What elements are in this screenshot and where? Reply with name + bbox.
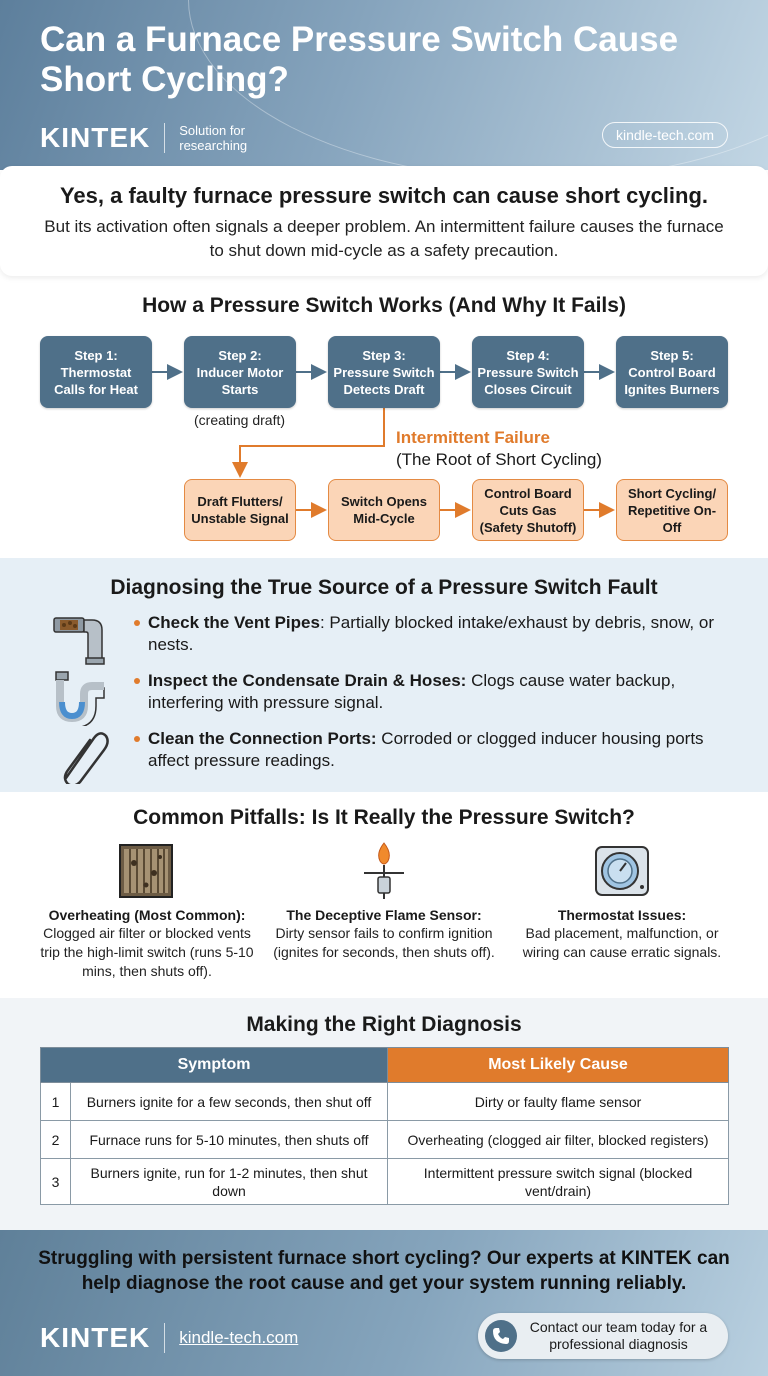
diag-text-drain: Inspect the Condensate Drain & Hoses: Cl… [134, 670, 740, 714]
diag-text-vent: Check the Vent Pipes: Partially blocked … [134, 612, 740, 656]
drain-trap-icon [55, 671, 105, 726]
pitfall-overheating-title: Overheating (Most Common): [48, 907, 246, 923]
failure-title: Intermittent Failure [396, 428, 550, 447]
pitfall-thermostat-text: Bad placement, malfunction, or wiring ca… [522, 925, 722, 960]
flow-section-title: How a Pressure Switch Works (And Why It … [142, 294, 626, 317]
pitfall-thermostat: Thermostat Issues: Bad placement, malfun… [507, 906, 737, 962]
failure-step-3: Control Board Cuts Gas (Safety Shutoff) [472, 479, 584, 541]
header-banner: Can a Furnace Pressure Switch Cause Shor… [0, 0, 768, 170]
cause-cell: Dirty or faulty flame sensor [387, 1082, 729, 1121]
failure-step-4: Short Cycling/ Repetitive On-Off [616, 479, 728, 541]
kintek-logo: KINTEK [40, 122, 151, 153]
contact-button[interactable]: Contact our team today for a professiona… [478, 1313, 728, 1359]
cause-cell: Overheating (clogged air filter, blocked… [387, 1120, 729, 1159]
diagnosis-title: Making the Right Diagnosis [246, 1013, 522, 1036]
brand-block: KINTEK Solution for researching [40, 122, 259, 154]
pitfall-flame-sensor-text: Dirty sensor fails to confirm ignition (… [273, 925, 495, 960]
pitfall-flame-sensor: The Deceptive Flame Sensor: Dirty sensor… [269, 906, 499, 962]
diag-item-vent: Check the Vent Pipes: Partially blocked … [50, 612, 740, 668]
flow-step-4: Step 4:Pressure Switch Closes Circuit [472, 336, 584, 408]
table-row: 1 Burners ignite for a few seconds, then… [40, 1082, 729, 1121]
brand-divider [164, 123, 166, 153]
flow-step-5: Step 5:Control Board Ignites Burners [616, 336, 728, 408]
diag-item-drain: Inspect the Condensate Drain & Hoses: Cl… [50, 670, 740, 726]
footer-cta-text: Struggling with persistent furnace short… [38, 1248, 730, 1294]
footer-website-link[interactable]: kindle-tech.com [179, 1328, 299, 1347]
page-title: Can a Furnace Pressure Switch Cause Shor… [40, 20, 679, 99]
vent-pipe-icon [53, 617, 105, 665]
row-number: 3 [40, 1158, 71, 1205]
cause-cell: Intermittent pressure switch signal (blo… [387, 1158, 729, 1205]
paperclip-icon [63, 732, 109, 784]
footer-kintek-logo: KINTEK [40, 1322, 151, 1353]
flow-step-1: Step 1:Thermostat Calls for Heat [40, 336, 152, 408]
footer-brand-divider [164, 1323, 166, 1353]
pitfalls-title: Common Pitfalls: Is It Really the Pressu… [133, 806, 635, 829]
flame-sensor-icon [364, 842, 404, 899]
pitfall-overheating: Overheating (Most Common): Clogged air f… [32, 906, 262, 981]
phone-icon [485, 1320, 517, 1352]
flow-step-2: Step 2:Inducer Motor Starts [184, 336, 296, 408]
failure-step-1: Draft Flutters/ Unstable Signal [184, 479, 296, 541]
pitfall-flame-sensor-title: The Deceptive Flame Sensor: [286, 907, 482, 923]
failure-branch-arrow [232, 408, 385, 478]
diagnosis-table: Symptom Most Likely Cause 1 Burners igni… [39, 1047, 729, 1205]
diagnosing-title: Diagnosing the True Source of a Pressure… [110, 576, 658, 599]
website-link[interactable]: kindle-tech.com [601, 122, 728, 148]
intro-body: But its activation often signals a deepe… [44, 217, 724, 260]
failure-subtitle: (The Root of Short Cycling) [396, 450, 602, 469]
diagnosing-section [0, 558, 768, 792]
intro-card: Yes, a faulty furnace pressure switch ca… [0, 166, 768, 276]
cause-header: Most Likely Cause [387, 1047, 729, 1083]
intro-headline: Yes, a faulty furnace pressure switch ca… [59, 183, 709, 208]
pitfall-overheating-text: Clogged air filter or blocked vents trip… [40, 925, 254, 979]
dirty-filter-icon [119, 844, 173, 898]
row-number: 2 [40, 1120, 71, 1159]
diag-item-ports: Clean the Connection Ports: Corroded or … [50, 728, 740, 784]
footer-brand-block: KINTEK kindle-tech.com [40, 1322, 298, 1354]
table-row: 2 Furnace runs for 5-10 minutes, then sh… [40, 1120, 729, 1159]
symptom-cell: Burners ignite, run for 1-2 minutes, the… [69, 1158, 389, 1205]
brand-tagline: Solution for researching [179, 123, 248, 153]
symptom-cell: Burners ignite for a few seconds, then s… [69, 1082, 389, 1121]
footer-banner: Struggling with persistent furnace short… [0, 1230, 768, 1376]
symptom-header: Symptom [39, 1047, 389, 1083]
row-number: 1 [40, 1082, 71, 1121]
diag-text-ports: Clean the Connection Ports: Corroded or … [134, 728, 740, 772]
contact-button-label: Contact our team today for a professiona… [529, 1319, 708, 1352]
table-header-row: Symptom Most Likely Cause [39, 1047, 729, 1083]
pitfall-thermostat-title: Thermostat Issues: [557, 907, 687, 923]
failure-step-2: Switch Opens Mid-Cycle [328, 479, 440, 541]
flow-connectors [152, 364, 615, 518]
table-row: 3 Burners ignite, run for 1-2 minutes, t… [40, 1158, 729, 1205]
symptom-cell: Furnace runs for 5-10 minutes, then shut… [69, 1120, 389, 1159]
step-2-note: (creating draft) [194, 412, 286, 428]
thermostat-icon [595, 846, 649, 896]
flow-step-3: Step 3:Pressure Switch Detects Draft [328, 336, 440, 408]
